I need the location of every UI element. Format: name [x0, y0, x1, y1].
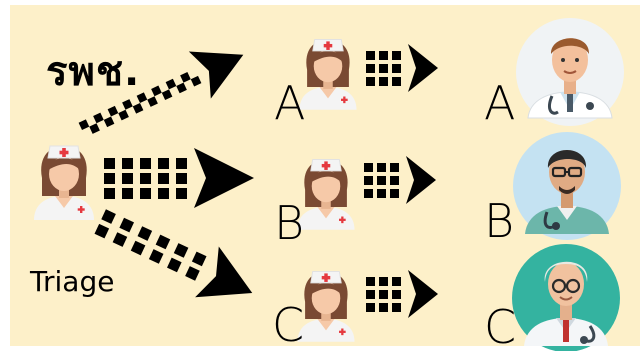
- doctor-label-c: C: [484, 300, 517, 354]
- nurse-icon: [299, 39, 357, 111]
- triage-label: Triage: [30, 265, 115, 298]
- nurse-icon: [297, 271, 355, 343]
- dashed-arrow-icon: [104, 148, 254, 208]
- dashed-arrow-icon: [364, 156, 436, 204]
- doctor-icon: [513, 132, 621, 240]
- nurse-label-c: C: [272, 298, 305, 352]
- nurse-label-b: B: [274, 196, 305, 250]
- top-label: รพช.: [46, 49, 141, 95]
- dashed-arrow-icon: [366, 270, 438, 318]
- dashed-arrow-icon: [94, 209, 253, 298]
- nurse-icon: [297, 159, 355, 231]
- nurse-icon: [33, 145, 95, 221]
- doctor-icon: [516, 18, 624, 126]
- dashed-arrow-icon: [366, 44, 438, 92]
- dashed-arrow-icon: [78, 51, 244, 134]
- doctor-label-b: B: [484, 194, 515, 248]
- doctor-icon: [512, 244, 620, 351]
- nurse-label-a: A: [274, 76, 306, 130]
- doctor-label-a: A: [484, 76, 516, 130]
